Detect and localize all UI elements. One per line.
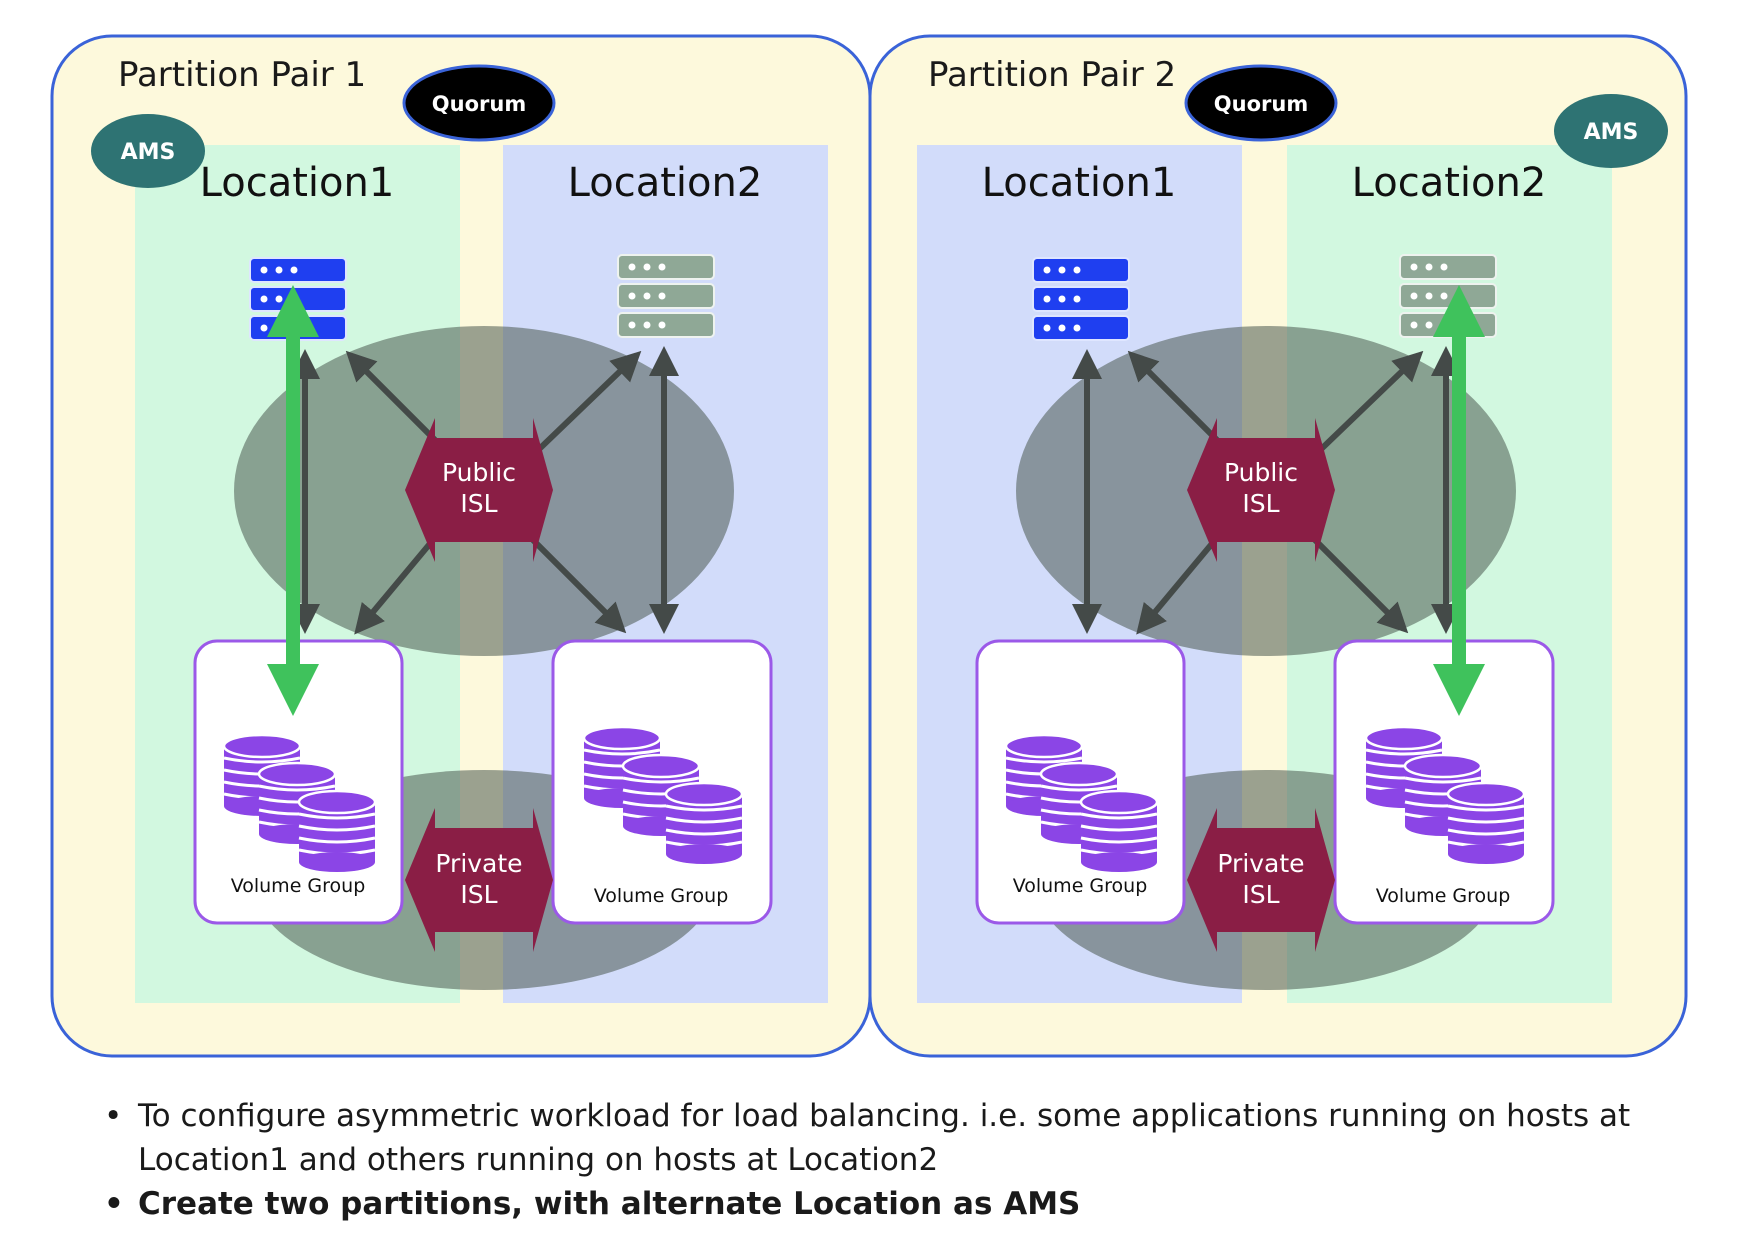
public-isl: Public ISL [1187,418,1335,562]
volume-group-label: Volume Group [231,875,366,897]
public-isl: Public ISL [405,418,553,562]
public-isl-label-line2: ISL [1242,489,1279,518]
active-io-path-arrow [267,285,319,716]
location1-label: Location1 [200,160,395,206]
location2-label: Location2 [568,160,763,206]
quorum-badge: Quorum [402,64,556,142]
quorum-badge: Quorum [1184,64,1338,142]
private-isl: Private ISL [405,808,553,952]
ams-badge: AMS [1554,94,1668,168]
quorum-label: Quorum [432,92,526,116]
ams-label: AMS [1584,120,1639,145]
quorum-label: Quorum [1214,92,1308,116]
volume-group-location1: Volume Group [975,639,1186,925]
public-isl-label-line2: ISL [460,489,497,518]
volume-group-label: Volume Group [1013,875,1148,897]
notes-list: To configure asymmetric workload for loa… [102,1094,1702,1226]
active-host-server-icon [1032,257,1130,341]
partition-pair-2: Partition Pair 2 Quorum AMS Location1 Lo… [868,34,1688,1058]
ams-badge: AMS [91,114,205,188]
partition-pair-title: Partition Pair 1 [118,55,366,95]
note-item-emphasis: Create two partitions, with alternate Lo… [102,1182,1702,1226]
private-isl-label-line1: Private [1217,849,1304,878]
private-isl-label-line2: ISL [1242,880,1279,909]
ams-label: AMS [121,140,176,165]
passive-host-server-icon [617,254,715,338]
location2-label: Location2 [1352,160,1547,206]
volume-group-label: Volume Group [1376,885,1511,907]
location1-label: Location1 [982,160,1177,206]
host-volume-connections [290,346,679,635]
active-io-path-arrow [1433,285,1485,716]
private-isl-label-line1: Private [435,849,522,878]
host-volume-connections [1072,346,1461,635]
volume-group-label: Volume Group [594,885,729,907]
note-item: To configure asymmetric workload for loa… [102,1094,1702,1182]
volume-group-location2: Volume Group [551,639,773,925]
public-isl-label-line1: Public [442,458,516,487]
private-isl: Private ISL [1187,808,1335,952]
private-isl-label-line2: ISL [460,880,497,909]
partition-pair-title: Partition Pair 2 [928,55,1176,95]
partition-pair-1: Partition Pair 1 Quorum AMS Location1 Lo… [50,34,872,1058]
public-isl-label-line1: Public [1224,458,1298,487]
volume-group-location2: Volume Group [1333,639,1555,925]
